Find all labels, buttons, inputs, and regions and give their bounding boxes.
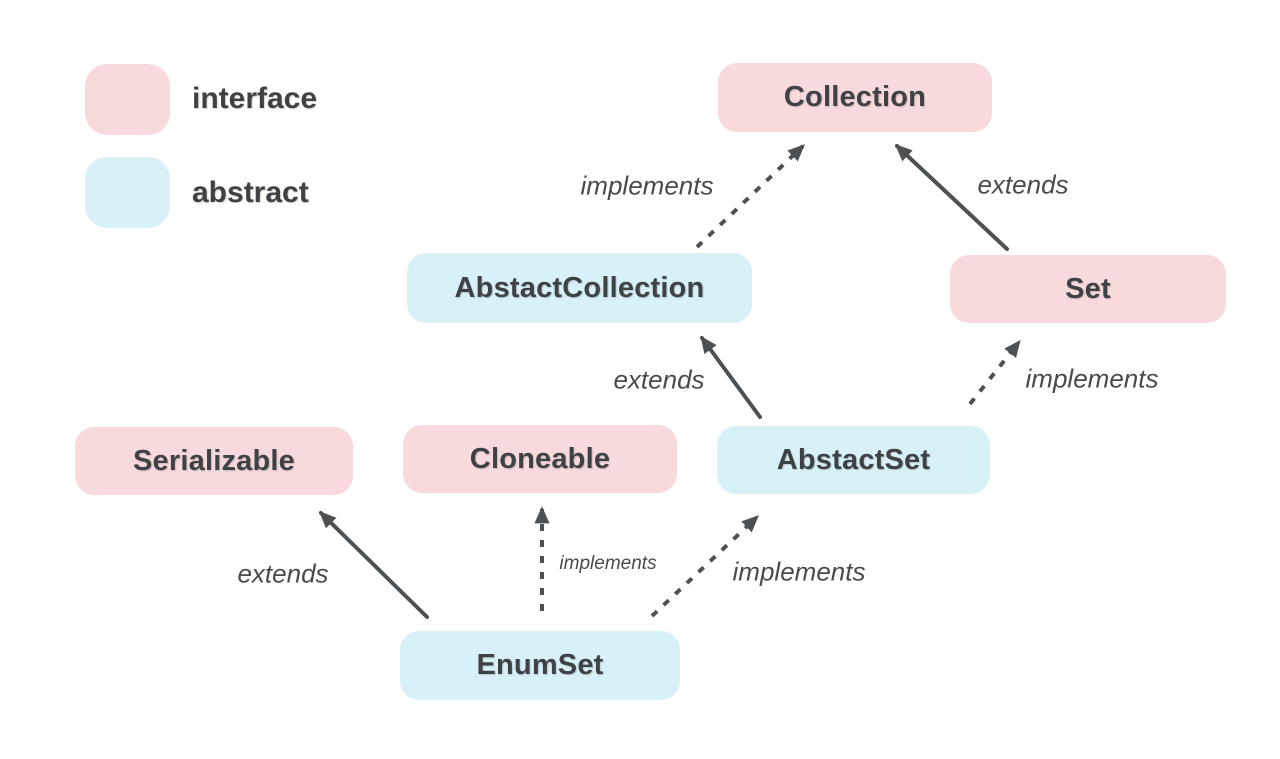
legend-interface-swatch bbox=[85, 64, 170, 135]
node-collection: Collection bbox=[718, 63, 992, 132]
edge-label-abstactset-extends-abstactcollection: extends bbox=[613, 364, 705, 395]
edge-abstactset-extends-abstactcollection bbox=[700, 335, 762, 419]
edge-label-enumset-implements-cloneable: implements bbox=[559, 553, 657, 574]
edge-enumset-extends-serializable bbox=[319, 511, 429, 619]
node-label-cloneable: Cloneable bbox=[469, 442, 611, 475]
legend-abstract-swatch bbox=[85, 157, 170, 228]
node-label-collection: Collection bbox=[783, 81, 927, 113]
edge-label-set-extends-collection: extends bbox=[977, 169, 1069, 200]
edge-label-enumset-extends-serializable: extends bbox=[237, 558, 329, 589]
node-label-abstact-collection: AbstactCollection bbox=[454, 271, 705, 304]
node-label-abstact-set: AbstactSet bbox=[776, 443, 931, 476]
node-cloneable: Cloneable bbox=[403, 425, 677, 493]
node-serializable: Serializable bbox=[75, 427, 353, 495]
edge-label-abstactcollection-implements-collection: implements bbox=[580, 170, 714, 201]
node-abstact-set: AbstactSet bbox=[717, 426, 990, 494]
node-label-set: Set bbox=[1065, 272, 1111, 305]
edge-label-abstactset-implements-set: implements bbox=[1025, 363, 1159, 394]
node-label-serializable: Serializable bbox=[133, 444, 295, 477]
legend-interface-label: interface bbox=[192, 82, 318, 115]
node-abstact-collection: AbstactCollection bbox=[407, 253, 752, 323]
edge-label-enumset-implements-abstactset: implements bbox=[732, 556, 866, 587]
edge-abstactset-implements-set bbox=[968, 339, 1021, 406]
node-label-enum-set: EnumSet bbox=[476, 649, 604, 681]
legend-abstract-label: abstract bbox=[192, 176, 309, 209]
node-set: Set bbox=[950, 255, 1226, 323]
node-enum-set: EnumSet bbox=[400, 631, 680, 700]
